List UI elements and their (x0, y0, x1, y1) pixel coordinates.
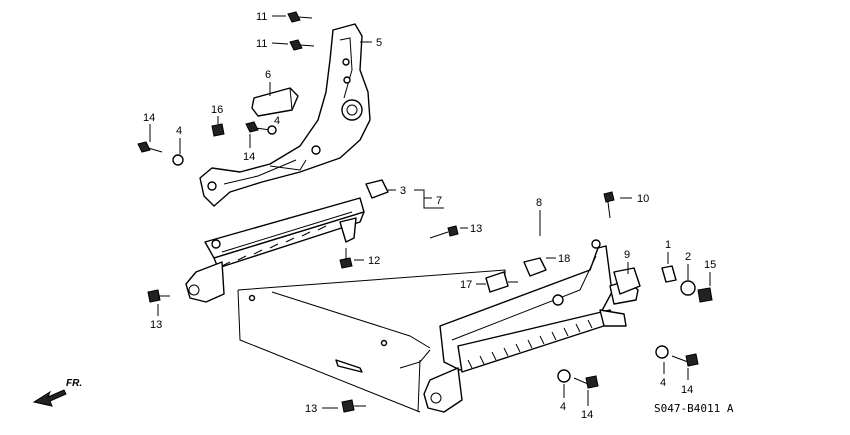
callout-13-mid: 13 (470, 223, 482, 235)
callout-3: 3 (400, 185, 406, 197)
callout-13-bottom: 13 (305, 403, 317, 415)
callout-9: 9 (624, 249, 630, 261)
washer-part-4-mid (267, 125, 277, 135)
seat-slide-rail-part-8 (423, 239, 639, 413)
washer-part-4-right (655, 345, 669, 359)
callout-16: 16 (211, 104, 223, 116)
drawing-code: S047-B4011 A (654, 402, 734, 415)
washer-part-4-left (172, 154, 184, 166)
recliner-bracket-part-5 (199, 23, 371, 207)
bushing-part-1 (661, 265, 677, 283)
callout-5: 5 (376, 37, 382, 49)
callout-12: 12 (368, 255, 380, 267)
callout-14-left: 14 (143, 112, 155, 124)
callout-4-mid: 4 (274, 115, 280, 127)
bolt-part-14-mid (245, 121, 271, 133)
bolt-part-14-left (137, 141, 163, 153)
callout-4-left: 4 (176, 125, 182, 137)
bolt-part-14-bottom (573, 375, 599, 389)
bolt-part-13-bottom (341, 399, 366, 413)
callout-14-mid: 14 (243, 151, 255, 163)
clip-part-18 (523, 257, 547, 277)
bolt-part-12 (339, 248, 353, 269)
callout-18: 18 (558, 253, 570, 265)
bolt-part-11-lower (289, 39, 315, 51)
bolt-part-13-left (147, 289, 170, 303)
washer-part-2 (680, 280, 696, 296)
callout-15: 15 (704, 259, 716, 271)
nut-part-16 (211, 123, 225, 137)
bolt-part-10 (603, 191, 615, 219)
leader-lines (149, 15, 711, 409)
callout-4-bottom: 4 (560, 401, 566, 413)
callout-11-lower: 11 (256, 38, 267, 50)
washer-part-4-bottom (557, 369, 571, 383)
clip-part-3 (365, 179, 389, 199)
clip-part-17 (485, 271, 509, 293)
direction-label: FR. (66, 378, 82, 389)
bracket-part-9 (613, 267, 641, 295)
bolt-part-14-right (671, 353, 699, 367)
callout-13-left: 13 (150, 319, 162, 331)
callout-14-right: 14 (681, 384, 693, 396)
bolt-part-13-mid (429, 225, 459, 239)
callout-2: 2 (685, 251, 691, 263)
callout-8: 8 (536, 197, 542, 209)
callout-14-bottom: 14 (581, 409, 593, 421)
callout-17: 17 (460, 279, 472, 291)
callout-10: 10 (637, 193, 649, 205)
bolt-part-11-upper (287, 11, 313, 23)
seat-slide-rail-part-7 (185, 197, 365, 303)
callout-11-upper: 11 (256, 11, 267, 23)
nut-part-15 (697, 287, 713, 303)
front-direction-arrow: FR. (32, 378, 82, 407)
callout-labels: 11 11 5 6 16 14 4 4 14 3 7 8 10 13 12 13… (143, 11, 716, 421)
callout-1: 1 (665, 239, 671, 251)
callout-7: 7 (436, 195, 442, 207)
callout-6: 6 (265, 69, 271, 81)
callout-4-right: 4 (660, 377, 666, 389)
release-cable (248, 291, 431, 373)
recliner-cover-part-6 (251, 87, 299, 117)
